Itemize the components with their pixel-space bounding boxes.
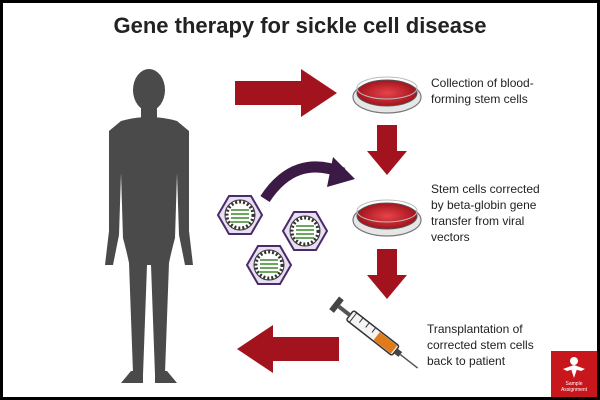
human-silhouette-icon bbox=[105, 69, 193, 383]
petri-dish-middle-icon bbox=[352, 199, 422, 237]
watermark-text: Sample Assignment bbox=[560, 381, 588, 393]
diagram-frame: Gene therapy for sickle cell disease bbox=[3, 3, 597, 397]
diagram-title: Gene therapy for sickle cell disease bbox=[113, 13, 487, 38]
petri-dish-top-icon bbox=[352, 76, 422, 114]
curved-arrow-icon bbox=[260, 157, 355, 203]
step-1-text: Collection of blood-forming stem cells bbox=[431, 76, 534, 106]
down-arrow-2-icon bbox=[367, 249, 407, 299]
step-3-text: Transplantation of corrected stem cells … bbox=[427, 322, 534, 368]
viral-vector-icon bbox=[216, 195, 329, 285]
step-2-text: Stem cells corrected by beta-globin gene… bbox=[431, 182, 540, 244]
diagram-canvas bbox=[105, 69, 422, 383]
syringe-icon bbox=[329, 296, 419, 369]
down-arrow-1-icon bbox=[367, 125, 407, 175]
right-arrow-top-icon bbox=[235, 69, 337, 117]
logo-figure-icon bbox=[563, 357, 585, 378]
left-arrow-bottom-icon bbox=[237, 325, 339, 373]
watermark-logo: Sample Assignment bbox=[551, 351, 597, 397]
